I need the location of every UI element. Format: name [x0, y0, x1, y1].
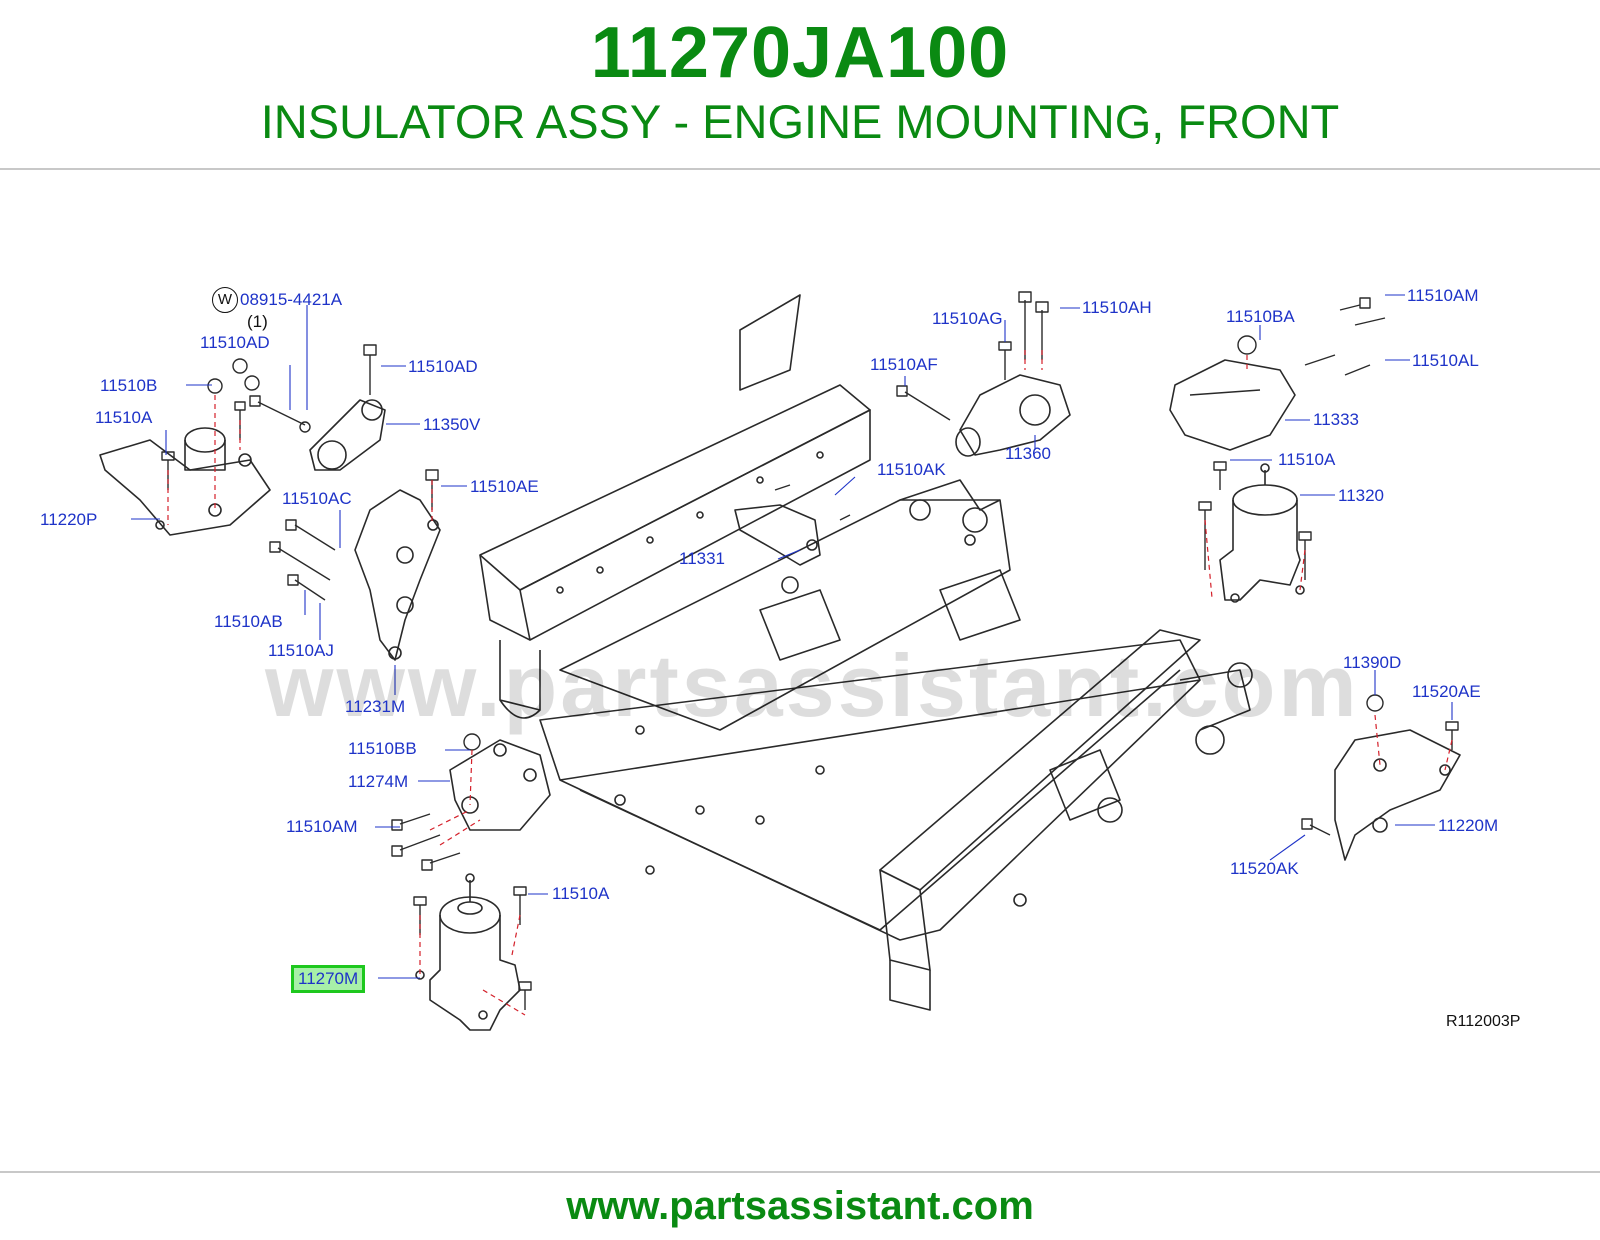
label-11220m[interactable]: 11220M	[1438, 816, 1499, 835]
label-11510ae[interactable]: 11510AE	[470, 477, 539, 496]
parts-diagram: www.partsassistant.com W 08915-4421A (1)…	[0, 170, 1600, 1170]
w-symbol: W	[212, 287, 238, 313]
bracket-11331	[734, 504, 821, 566]
alignment-lines	[167, 350, 1453, 1016]
label-11270m-selected[interactable]: 11270M	[291, 965, 366, 993]
label-11510ab[interactable]: 11510AB	[214, 612, 283, 631]
label-11390d[interactable]: 11390D	[1343, 653, 1402, 672]
label-11510ba[interactable]: 11510BA	[1226, 307, 1295, 326]
label-11510ad[interactable]: 11510AD	[200, 333, 270, 352]
label-11510ah[interactable]: 11510AH	[1082, 298, 1152, 317]
label-11274m[interactable]: 11274M	[348, 772, 409, 791]
label-11510bb[interactable]: 11510BB	[348, 739, 417, 758]
header-divider	[0, 168, 1600, 170]
label-11510al[interactable]: 11510AL	[1412, 351, 1479, 370]
footer-divider	[0, 1171, 1600, 1173]
diagram-code: R112003P	[1446, 1013, 1521, 1030]
footer-url[interactable]: www.partsassistant.com	[566, 1184, 1034, 1228]
label-08915-4421a[interactable]: 08915-4421A	[240, 290, 343, 309]
label-11510am[interactable]: 11510AM	[1407, 286, 1479, 305]
label-11510b[interactable]: 11510B	[100, 376, 158, 395]
leader-lines	[131, 294, 1453, 979]
label-11510ak[interactable]: 11510AK	[877, 460, 946, 479]
label-11320[interactable]: 11320	[1338, 486, 1385, 505]
label-11360[interactable]: 11360	[1005, 444, 1052, 463]
label-11231m[interactable]: 11231M	[345, 697, 406, 716]
label-11510af[interactable]: 11510AF	[870, 355, 938, 374]
watermark: www.partsassistant.com	[265, 636, 1360, 735]
label-11331[interactable]: 11331	[679, 549, 726, 568]
mount-11360	[955, 374, 1071, 457]
mount-11220p	[99, 427, 271, 536]
bracket-11231m	[354, 489, 441, 661]
part-number: 11270JA100	[590, 13, 1010, 93]
label-11350v[interactable]: 11350V	[423, 415, 481, 434]
page-header: 11270JA100 INSULATOR ASSY - ENGINE MOUNT…	[0, 0, 1600, 168]
label-11220p[interactable]: 11220P	[40, 510, 98, 529]
label-11510ac[interactable]: 11510AC	[282, 489, 352, 508]
label-11510ad[interactable]: 11510AD	[408, 357, 478, 376]
label-qty: (1)	[247, 312, 268, 331]
label-11520ak[interactable]: 11520AK	[1230, 859, 1299, 878]
bracket-11274m	[449, 739, 551, 831]
label-11333[interactable]: 11333	[1313, 410, 1360, 429]
mount-11270m	[415, 873, 521, 1031]
label-11510am[interactable]: 11510AM	[286, 817, 358, 836]
bracket-11333	[1169, 359, 1296, 451]
diagram-drawing	[99, 291, 1461, 1031]
label-11510a[interactable]: 11510A	[95, 408, 153, 427]
mount-11220m	[1334, 729, 1461, 861]
label-11510a[interactable]: 11510A	[1278, 450, 1336, 469]
label-11520ae[interactable]: 11520AE	[1412, 682, 1481, 701]
label-11510ag[interactable]: 11510AG	[932, 309, 1003, 328]
mount-11320	[1219, 463, 1305, 603]
label-11510a[interactable]: 11510A	[552, 884, 610, 903]
torque-rod-11350v	[309, 399, 386, 471]
bolts	[161, 291, 1459, 1010]
part-title: INSULATOR ASSY - ENGINE MOUNTING, FRONT	[260, 95, 1340, 148]
label-11510aj[interactable]: 11510AJ	[268, 641, 334, 660]
front-suspension-member	[479, 294, 1253, 1011]
